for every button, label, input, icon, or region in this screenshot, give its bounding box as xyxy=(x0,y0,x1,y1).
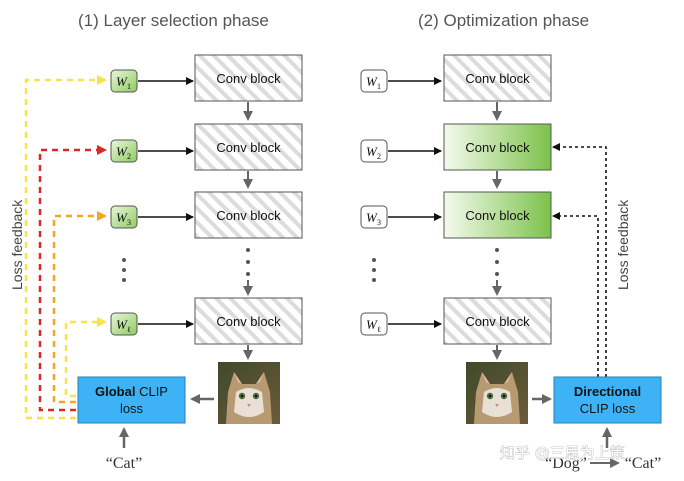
svg-text:3: 3 xyxy=(127,218,131,227)
svg-text:1: 1 xyxy=(377,82,381,91)
svg-text:W: W xyxy=(116,144,128,159)
left-conv-block-4: Conv block xyxy=(194,297,303,345)
global-clip-loss-box: Global CLIP loss xyxy=(77,376,186,424)
left-weight-wl: W ℓ xyxy=(110,312,138,336)
left-weight-w3: W 3 xyxy=(110,205,138,229)
svg-text:CLIP loss: CLIP loss xyxy=(580,401,636,416)
right-conv-block-4: Conv block xyxy=(443,297,552,345)
feedback-line-block2 xyxy=(552,143,607,377)
svg-text:loss: loss xyxy=(120,401,144,416)
svg-text:Conv block: Conv block xyxy=(216,208,281,223)
svg-text:W: W xyxy=(116,210,128,225)
feedback-line-wl xyxy=(64,317,107,398)
right-target-text: “Cat” xyxy=(625,455,661,472)
left-cat-photo-icon xyxy=(218,362,280,424)
svg-text:W: W xyxy=(366,144,378,159)
right-source-text: “Dog” xyxy=(545,455,587,472)
right-vertical-ellipsis-icon xyxy=(372,258,376,282)
right-conv-block-2-optimized: Conv block xyxy=(443,123,552,171)
right-loss-feedback-label: Loss feedback xyxy=(615,199,631,290)
right-weight-wl: W ℓ xyxy=(360,312,388,336)
watermark-text: 知乎 @三思为上策 xyxy=(500,444,625,462)
svg-text:Conv block: Conv block xyxy=(216,71,281,86)
svg-text:W: W xyxy=(366,317,378,332)
vertical-ellipsis-icon xyxy=(122,258,126,282)
right-cat-photo-icon xyxy=(466,362,528,424)
svg-text:Global CLIP: Global CLIP xyxy=(95,384,168,399)
svg-text:Directional: Directional xyxy=(574,384,641,399)
svg-text:Conv block: Conv block xyxy=(465,208,530,223)
feedback-line-block3 xyxy=(552,212,599,377)
right-phase-title: (2) Optimization phase xyxy=(418,11,589,30)
feedback-line-w1 xyxy=(24,75,107,420)
svg-text:2: 2 xyxy=(127,152,131,161)
left-conv-block-3: Conv block xyxy=(194,191,303,239)
svg-text:Conv block: Conv block xyxy=(216,314,281,329)
left-weight-w1: W 1 xyxy=(110,69,138,93)
left-text-prompt: “Cat” xyxy=(106,455,142,472)
right-block-ellipsis-icon xyxy=(492,248,502,296)
svg-text:W: W xyxy=(116,317,128,332)
svg-text:Conv block: Conv block xyxy=(216,140,281,155)
right-weight-arrows xyxy=(388,77,442,328)
svg-text:W: W xyxy=(366,210,378,225)
right-conv-block-1: Conv block xyxy=(443,54,552,102)
left-feedback-lines xyxy=(24,75,107,420)
svg-text:1: 1 xyxy=(127,82,131,91)
svg-text:Conv block: Conv block xyxy=(465,314,530,329)
left-loss-feedback-label: Loss feedback xyxy=(9,199,25,290)
left-phase-title: (1) Layer selection phase xyxy=(78,11,269,30)
right-feedback-lines xyxy=(552,143,607,377)
left-weight-w2: W 2 xyxy=(110,139,138,163)
left-weight-arrows xyxy=(138,77,194,328)
svg-text:W: W xyxy=(116,74,128,89)
right-weight-w2: W 2 xyxy=(360,139,388,163)
right-weight-w3: W 3 xyxy=(360,205,388,229)
feedback-line-w3 xyxy=(52,211,107,404)
feedback-line-w2 xyxy=(38,145,107,412)
svg-text:ℓ: ℓ xyxy=(127,325,131,334)
directional-clip-loss-box: Directional CLIP loss xyxy=(553,376,662,424)
svg-text:W: W xyxy=(366,74,378,89)
svg-text:2: 2 xyxy=(377,152,381,161)
svg-text:Conv block: Conv block xyxy=(465,71,530,86)
left-conv-block-1: Conv block xyxy=(194,54,303,102)
svg-text:3: 3 xyxy=(377,218,381,227)
right-conv-block-3-optimized: Conv block xyxy=(443,191,552,239)
left-block-ellipsis-icon xyxy=(243,248,253,296)
svg-text:Conv block: Conv block xyxy=(465,140,530,155)
right-weight-w1: W 1 xyxy=(360,69,388,93)
svg-text:ℓ: ℓ xyxy=(377,325,381,334)
left-conv-block-2: Conv block xyxy=(194,123,303,171)
